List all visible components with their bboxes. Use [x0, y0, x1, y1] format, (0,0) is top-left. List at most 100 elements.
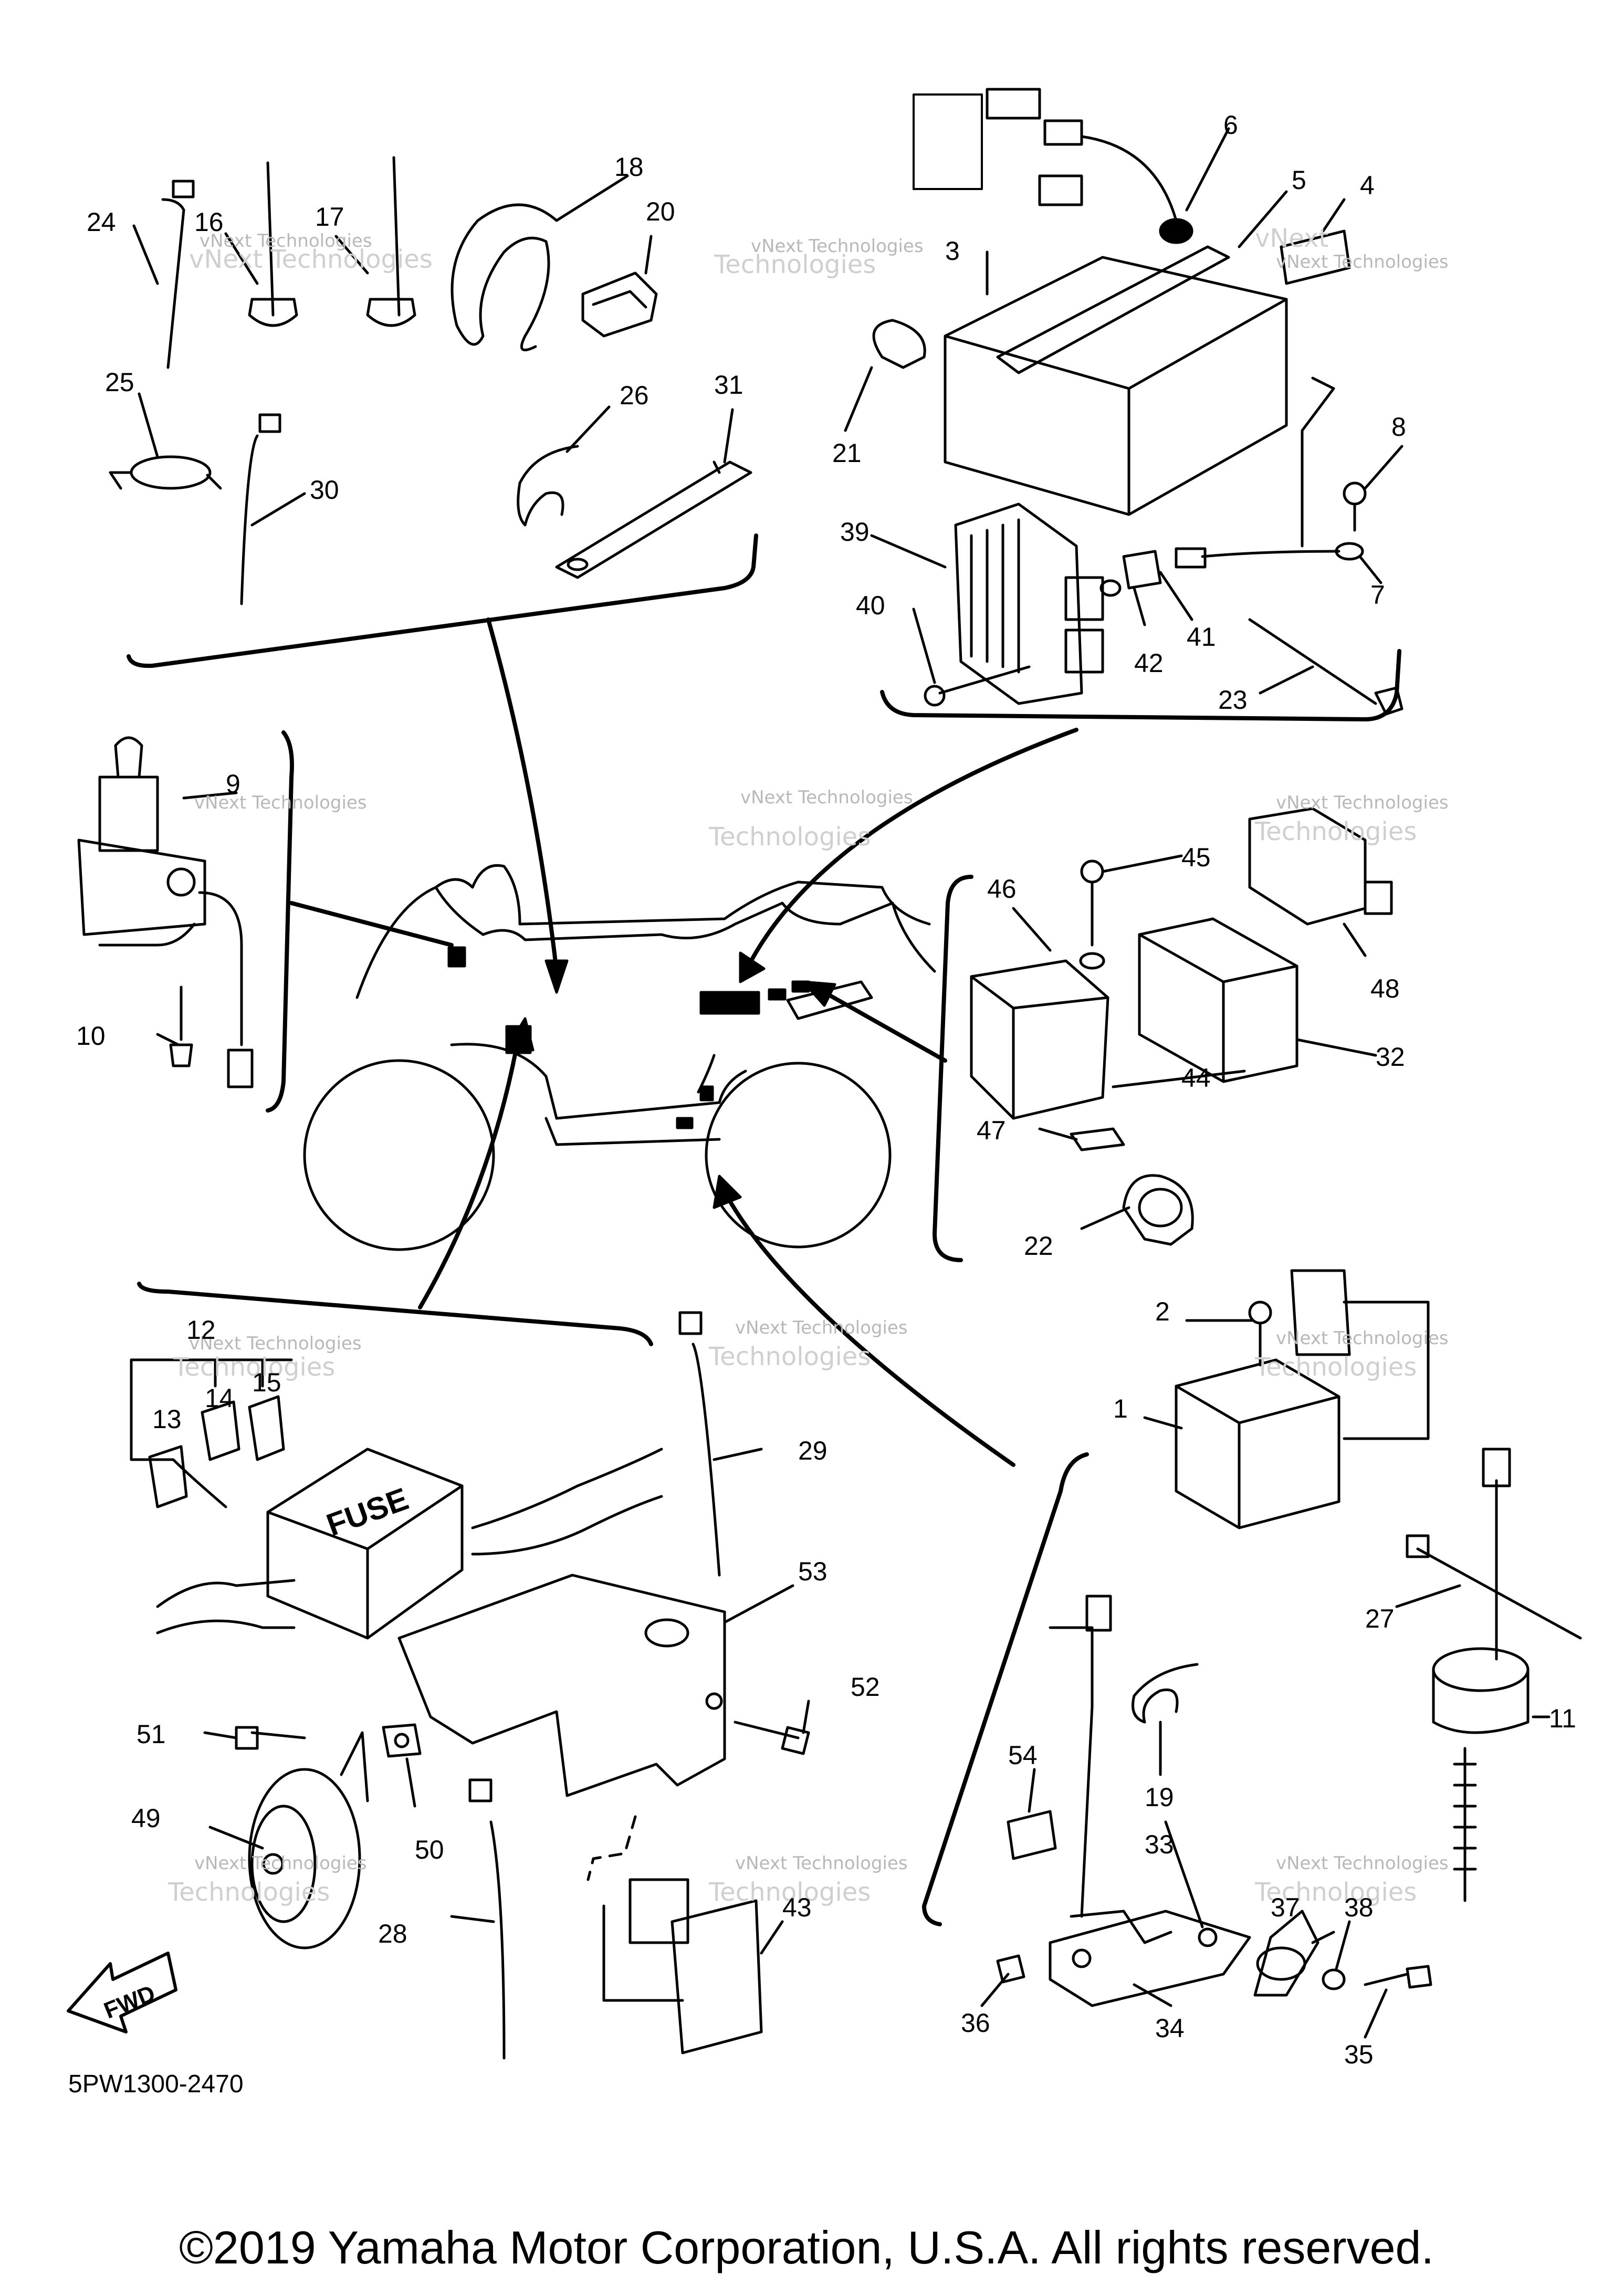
bracket-top-left: [127, 533, 758, 668]
callout-35: 35: [1344, 2040, 1374, 2069]
part-51-bolt: [235, 1726, 306, 1750]
svg-text:vNext Technologies: vNext Technologies: [1276, 251, 1449, 272]
callout-42: 42: [1134, 648, 1164, 678]
callout-38: 38: [1344, 1893, 1374, 1922]
svg-text:Technologies: Technologies: [708, 1878, 871, 1907]
callout-43: 43: [782, 1893, 812, 1922]
callout-9: 9: [226, 769, 240, 799]
part-29-tie: [678, 1311, 721, 1577]
svg-text:vNext Technologies: vNext Technologies: [189, 1333, 362, 1354]
callout-5: 5: [1292, 165, 1306, 195]
copyright-notice: ©2019 Yamaha Motor Corporation, U.S.A. A…: [179, 2221, 1434, 2273]
callout-23: 23: [1218, 685, 1248, 715]
callout-40: 40: [856, 591, 885, 620]
callout-39: 39: [840, 517, 870, 547]
callout-19: 19: [1145, 1783, 1174, 1812]
callout-3: 3: [945, 236, 960, 266]
svg-text:vNext Technologies: vNext Technologies: [1276, 792, 1449, 813]
callout-33: 33: [1145, 1830, 1174, 1859]
part-38-washer: [1322, 1968, 1346, 1990]
callout-20: 20: [646, 197, 675, 226]
part-39-rectifier: [954, 502, 1104, 705]
part-31-strap: [555, 460, 752, 579]
part-15-fuse: [248, 1395, 285, 1461]
part-4-plate: [1280, 229, 1351, 285]
part-48-relay: [1248, 807, 1393, 926]
part-45-bolt: [1080, 859, 1104, 947]
callout-14: 14: [205, 1383, 234, 1413]
part-34-bracket: [1049, 1910, 1251, 2007]
part-28-tie: [468, 1778, 506, 2060]
part-23-tie: [1248, 618, 1403, 716]
svg-text:Technologies: Technologies: [1254, 817, 1417, 846]
part-35-screw: [1364, 1965, 1432, 1989]
bracket-left: [266, 730, 294, 1113]
callout-48: 48: [1370, 974, 1400, 1003]
callout-45: 45: [1181, 843, 1211, 872]
part-25-band: [109, 455, 222, 490]
arrow-line-left: [289, 901, 454, 947]
part-21-holder: [872, 319, 926, 369]
part-14-fuse: [201, 1400, 240, 1461]
svg-text:vNext Technologies: vNext Technologies: [751, 236, 924, 257]
part-50-nut: [382, 1723, 422, 1758]
svg-text:vNext Technologies: vNext Technologies: [1276, 1853, 1449, 1874]
part-fuse-box: [266, 1448, 464, 1640]
part-42-washer: [1099, 579, 1122, 597]
part-2-bolt: [1248, 1301, 1272, 1367]
svg-text:Technologies: Technologies: [714, 250, 876, 279]
part-33-sensor: [1049, 1595, 1172, 1944]
callout-4: 4: [1360, 171, 1375, 200]
svg-text:vNext Technologies: vNext Technologies: [189, 245, 433, 274]
callout-2: 2: [1155, 1297, 1170, 1326]
part-fuse-relay-connector: [1290, 1269, 1430, 1440]
part-40-bolt: [924, 665, 1031, 707]
callout-10: 10: [76, 1021, 106, 1051]
svg-text:Technologies: Technologies: [167, 1878, 330, 1907]
svg-text:Technologies: Technologies: [1254, 1878, 1417, 1907]
bracket-top-right: [880, 649, 1401, 721]
callout-52: 52: [851, 1672, 880, 1702]
callout-13: 13: [152, 1404, 182, 1434]
callout-41: 41: [1187, 622, 1216, 652]
callouts: 1 2 3 4 5 6 7 8 9 10 11 12 13 14 15 16 1…: [76, 110, 1576, 2069]
callout-27: 27: [1365, 1604, 1395, 1633]
callout-37: 37: [1271, 1893, 1300, 1922]
part-6-sensor-harness: [913, 88, 1193, 244]
part-53-bracket: [397, 1574, 726, 1797]
callout-44: 44: [1181, 1063, 1211, 1093]
part-52-bolt: [734, 1721, 810, 1755]
svg-text:vNext Technologies: vNext Technologies: [735, 1317, 908, 1338]
svg-text:Technologies: Technologies: [173, 1353, 335, 1382]
part-19-clip: [1132, 1663, 1199, 1724]
part-47-bracket: [1070, 1127, 1125, 1151]
callout-54: 54: [1008, 1741, 1038, 1770]
callout-7: 7: [1370, 580, 1385, 610]
bracket-mid-right: [933, 875, 973, 1262]
bracket-bottom-left: [137, 1282, 653, 1346]
part-24-tie: [161, 180, 195, 369]
svg-text:vNext Technologies: vNext Technologies: [200, 230, 372, 251]
motorcycle-outline: [303, 864, 936, 1251]
part-30-tie: [240, 413, 281, 605]
part-43-relay: [602, 1878, 763, 2054]
svg-text:Technologies: Technologies: [708, 1342, 871, 1371]
part-12-bracket-lines: [130, 1358, 293, 1508]
svg-text:vNext: vNext: [1255, 224, 1328, 253]
part-27-tie: [1406, 1534, 1582, 1640]
callout-51: 51: [137, 1720, 166, 1749]
part-10-bolt: [169, 986, 193, 1067]
callout-17: 17: [315, 202, 344, 232]
part-11-switch: [1432, 1448, 1530, 1902]
callout-18: 18: [614, 152, 644, 182]
arrow-line-bottom-left: [418, 1027, 522, 1309]
callout-15: 15: [252, 1368, 281, 1397]
part-49-horn: [248, 1731, 369, 1949]
callout-46: 46: [987, 874, 1017, 904]
callout-53: 53: [798, 1557, 828, 1586]
callout-12: 12: [186, 1315, 216, 1345]
callout-1: 1: [1113, 1394, 1128, 1423]
svg-text:vNext Technologies: vNext Technologies: [740, 787, 913, 808]
callout-32: 32: [1376, 1042, 1405, 1072]
arrow-line-mid-right: [822, 990, 947, 1063]
